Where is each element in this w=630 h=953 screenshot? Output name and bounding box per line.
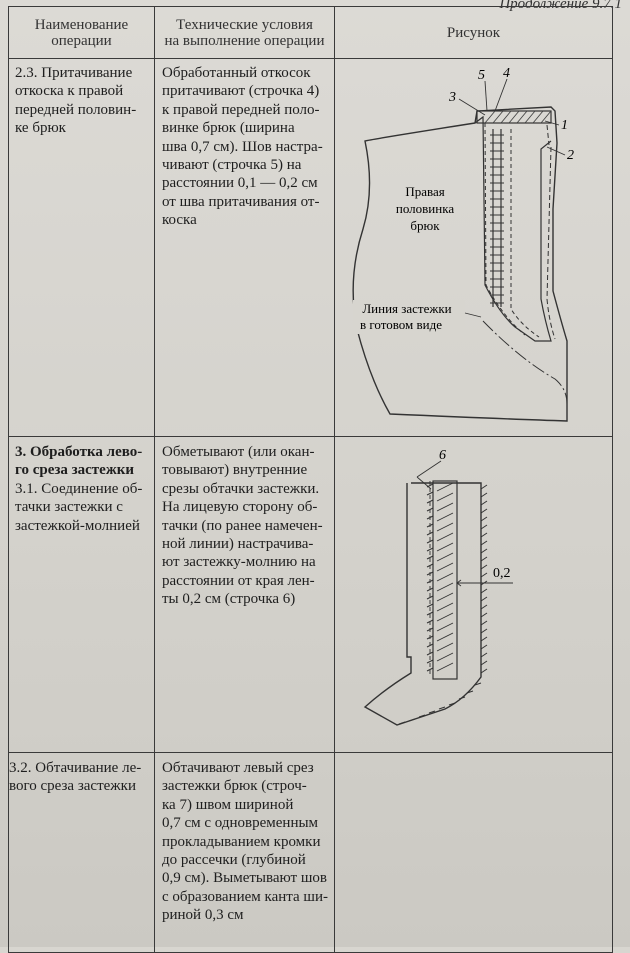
figure-cell: 6 0,2 [334,436,613,753]
zipper-tape [432,480,458,680]
conditions-cell: Обметывают (или окан- товывают) внутренн… [154,436,335,753]
trouser-half-outline [352,106,568,422]
label-right-half-3: брюк [410,218,440,233]
dimension-label: 0,2 [493,566,511,581]
closure-line [482,320,568,405]
conditions-text: Обметывают (или окан- товывают) внутренн… [162,444,323,608]
label-right-half-1: Правая [405,184,444,199]
conditions-cell: Обработанный откосок притачивают (строчк… [154,58,335,437]
zipper-hatch [436,482,454,672]
conditions-text: Обработанный откосок притачивают (строчк… [162,65,323,229]
marker-5: 5 [478,68,485,83]
table-row: 2.3. Притачивание откоска к правой перед… [8,58,613,437]
operation-cell: 3. Обработка лево- го среза застежки 3.1… [8,436,155,753]
conditions-text: Обтачивают левый срез застежки брюк (стр… [162,760,328,924]
header-figure: Рисунок [334,6,613,59]
marker-3: 3 [448,90,456,105]
stitch-line-4 [484,122,526,336]
table-row: 3.2. Обтачивание ле- вого среза застежки… [8,752,613,953]
table-row: 3. Обработка лево- го среза застежки 3.1… [8,436,613,753]
label-closure-line-2: в готовом виде [360,317,442,332]
waistband-hatch [476,110,552,124]
header-technical-conditions: Технические условия на выполнение операц… [154,6,335,59]
dimension-marker [456,577,513,589]
fly-facing-attachment-figure: 3 5 4 1 2 Правая половинка брюк Линия за… [352,66,574,422]
operations-table: Наименование операции Технические услови… [8,6,613,953]
operation-cell: 2.3. Притачивание откоска к правой перед… [8,58,155,437]
marker-2: 2 [567,148,574,163]
facing-piece [474,115,552,342]
zipper-attachment-figure: 6 0,2 [363,448,513,726]
figure-cell-empty [334,752,613,953]
stitch-line-5 [510,129,540,338]
table-header-row: Наименование операции Технические услови… [8,6,613,59]
operation-text: 2.3. Притачивание откоска к правой перед… [15,65,137,137]
zipper-teeth [492,129,502,307]
operation-title-bold: 3. Обработка лево- го среза застежки [15,444,143,479]
header-operation-name: Наименование операции [8,6,155,59]
label-closure-line-1: Линия застежки [362,301,451,316]
operation-text: 3.2. Обтачивание ле- вого среза застежки [9,760,142,795]
marker-4: 4 [503,66,510,81]
marker-1: 1 [561,118,568,133]
facing-outline [363,482,482,726]
label-right-half-2: половинка [396,201,454,216]
marker-6: 6 [439,448,446,463]
figure-cell: 3 5 4 1 2 Правая половинка брюк Линия за… [334,58,613,437]
stitch-line-2 [546,124,556,340]
operation-text: 3.1. Соединение об- тачки застежки с зас… [15,480,143,534]
overlock-right [398,484,488,725]
conditions-cell: Обтачивают левый срез застежки брюк (стр… [154,752,335,953]
operation-cell: 3.2. Обтачивание ле- вого среза застежки [8,752,155,953]
